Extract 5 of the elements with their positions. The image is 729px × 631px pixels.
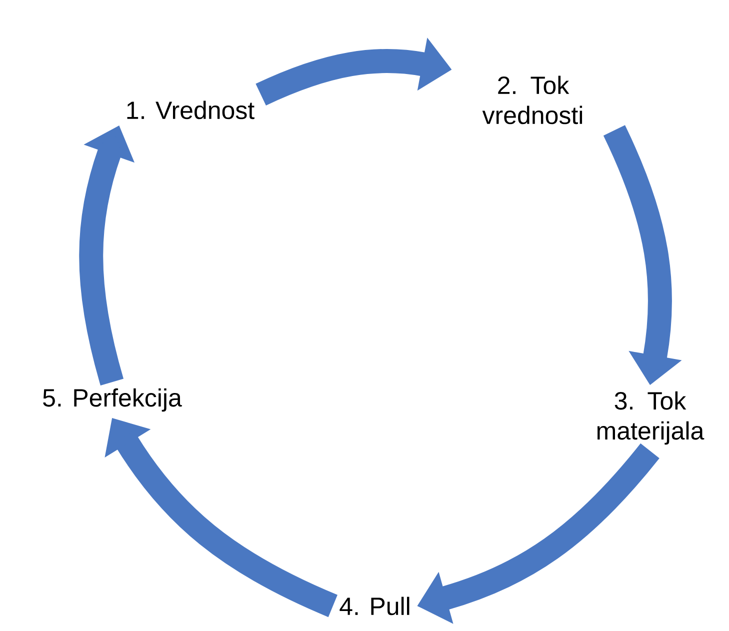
step-label: 4. Pull	[340, 596, 410, 616]
step-label: 1. Vrednost	[127, 100, 254, 120]
step-label: 3. Tok materijala	[597, 391, 704, 445]
step-label: 5. Perfekcija	[43, 388, 182, 412]
step-label: 2. Tok vrednosti	[482, 76, 582, 124]
